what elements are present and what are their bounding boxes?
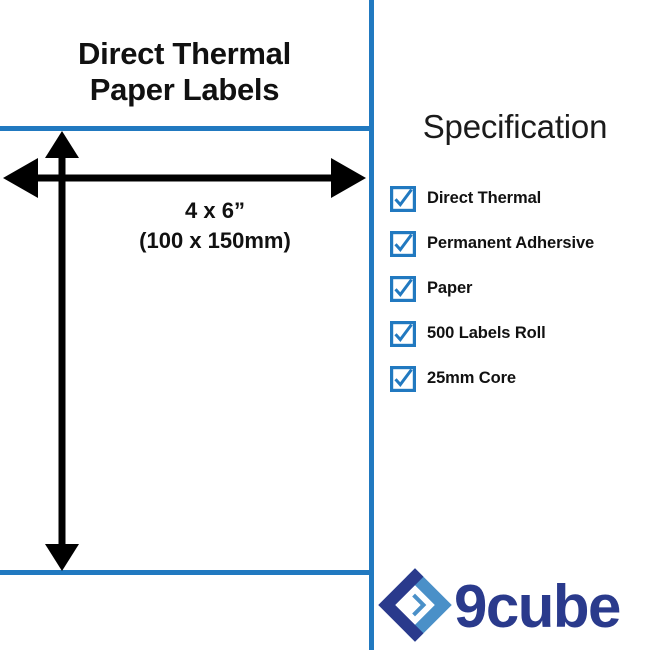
specification-heading: Specification [422, 108, 608, 145]
product-title-line-1: Direct Thermal [78, 36, 291, 71]
list-item: Paper [390, 266, 650, 311]
specification-item-label: Paper [427, 279, 473, 297]
specification-item-label: 500 Labels Roll [427, 324, 546, 342]
double-headed-vertical-arrow-icon [45, 131, 79, 571]
dimension-metric: (100 x 150mm) [139, 228, 291, 254]
check-icon [390, 365, 416, 392]
diamond-spiral-icon [378, 566, 452, 644]
vertical-divider-rule [369, 0, 374, 650]
specification-item-label: Permanent Adhersive [427, 234, 595, 252]
brand-logo: 9cube [378, 566, 621, 644]
check-icon [390, 320, 416, 347]
dimension-label: 4 x 6” (100 x 150mm) [62, 196, 368, 257]
check-icon [390, 275, 416, 302]
specification-item-label: Direct Thermal [427, 189, 542, 207]
check-icon [390, 230, 416, 257]
specification-item-label: 25mm Core [427, 369, 516, 387]
list-item: 25mm Core [390, 356, 650, 401]
list-item: Direct Thermal [390, 176, 650, 221]
check-icon [390, 185, 416, 212]
product-title-line-2: Paper Labels [89, 71, 280, 107]
specification-list: Direct Thermal Permanent Adhersive Paper [390, 176, 650, 401]
top-divider-rule [0, 126, 374, 131]
dimension-diagram [0, 126, 374, 576]
list-item: 500 Labels Roll [390, 311, 650, 356]
double-headed-horizontal-arrow-icon [3, 158, 366, 198]
product-title: Direct Thermal Paper Labels [0, 36, 369, 107]
dimension-imperial: 4 x 6” [185, 198, 245, 223]
brand-name: 9cube [454, 573, 621, 640]
bottom-divider-rule [0, 570, 374, 575]
list-item: Permanent Adhersive [390, 221, 650, 266]
